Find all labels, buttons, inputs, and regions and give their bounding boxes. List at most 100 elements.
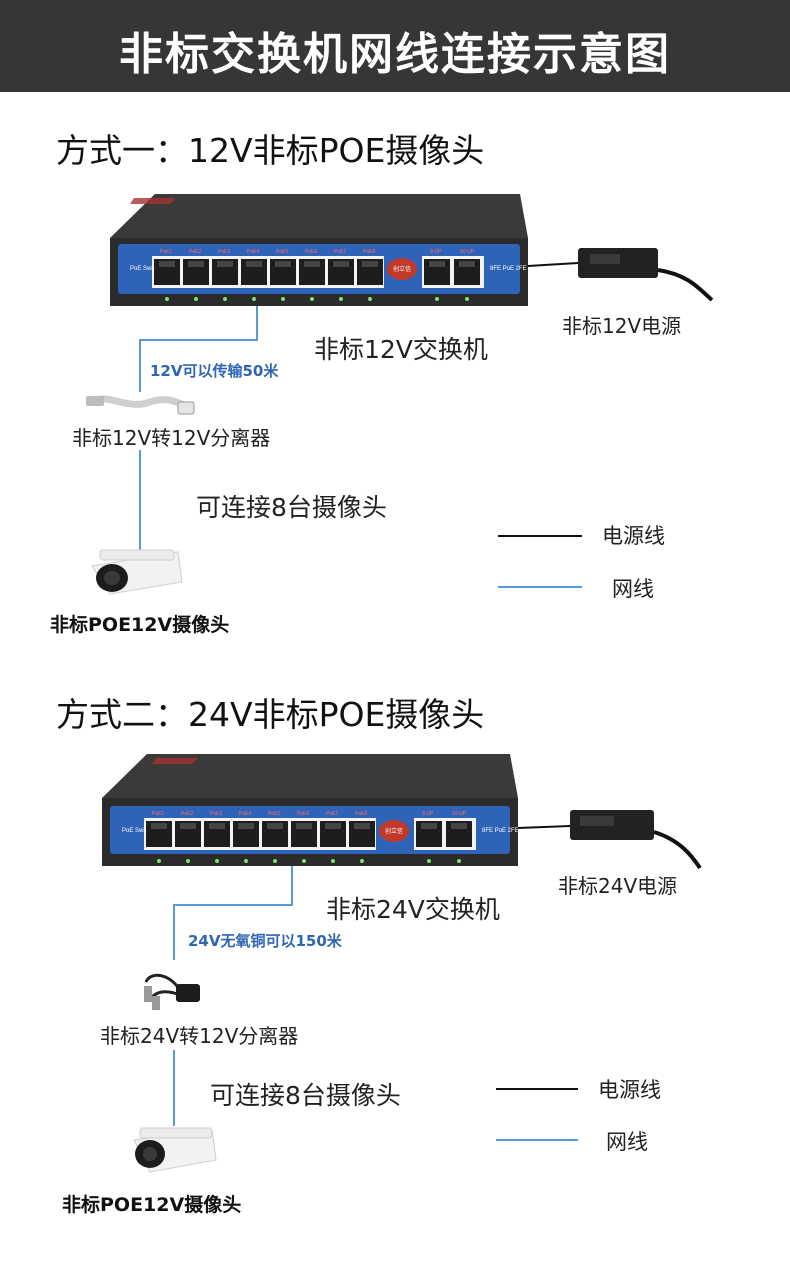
network-line-2a bbox=[173, 866, 293, 960]
switch-2-port-contacts bbox=[354, 823, 370, 829]
switch-1-led bbox=[194, 297, 198, 301]
power-1-label: 非标12V电源 bbox=[562, 314, 682, 338]
switch-2-led bbox=[360, 859, 364, 863]
switch-2-port-label: PoE6 bbox=[297, 811, 309, 817]
switch-1-led bbox=[281, 297, 285, 301]
switch-2-uplink-label: 10-UP bbox=[452, 811, 467, 817]
switch-1-uplink-led bbox=[435, 297, 439, 301]
switch-2-port-contacts bbox=[180, 823, 196, 829]
switch-2-port-contacts bbox=[151, 823, 167, 829]
cable-1-note: 12V可以传输50米 bbox=[150, 362, 279, 380]
capacity-1-note: 可连接8台摄像头 bbox=[196, 493, 387, 522]
switch-2-uplink-label: 9-UP bbox=[422, 811, 434, 817]
switch-2-leds bbox=[157, 859, 461, 863]
power-line-2 bbox=[517, 825, 571, 829]
switch-1-port-contacts bbox=[275, 261, 291, 267]
power-line-1 bbox=[527, 262, 579, 267]
switch-1-port-contacts bbox=[246, 261, 262, 267]
switch-2-led bbox=[244, 859, 248, 863]
switch-1-led bbox=[252, 297, 256, 301]
switch-2-top bbox=[102, 754, 518, 798]
switch-1-uplink-contacts bbox=[459, 261, 475, 267]
switch-1-logo bbox=[130, 198, 176, 204]
switch-2-uplink-contacts bbox=[451, 823, 467, 829]
switch-2-led bbox=[331, 859, 335, 863]
camera-2-icon bbox=[133, 1127, 217, 1173]
power-2-label: 非标24V电源 bbox=[558, 874, 678, 898]
switch-1-top bbox=[110, 194, 528, 238]
switch-1-led bbox=[223, 297, 227, 301]
legend-2-network-label: 网线 bbox=[606, 1130, 648, 1154]
power-adapter-2-label bbox=[580, 816, 614, 826]
switch-1-port-contacts bbox=[217, 261, 233, 267]
legend-1-power-label: 电源线 bbox=[602, 524, 665, 548]
cable-2-note: 24V无氧铜可以150米 bbox=[188, 932, 342, 950]
switch-1-led bbox=[310, 297, 314, 301]
switch-2-label: 非标24V交换机 bbox=[326, 895, 500, 924]
camera-1-icon bbox=[91, 549, 183, 595]
camera-1-label: 非标POE12V摄像头 bbox=[50, 614, 230, 636]
switch-1-port-label: PoE8 bbox=[363, 249, 375, 255]
switch-2-led bbox=[215, 859, 219, 863]
network-line-1a bbox=[139, 306, 258, 392]
switch-2-port-contacts bbox=[209, 823, 225, 829]
title-bar: 非标交换机网线连接示意图 bbox=[0, 0, 790, 92]
switch-1-port-label: PoE1 bbox=[160, 249, 172, 255]
switch-1-uplink-contacts bbox=[429, 261, 445, 267]
switch-2-uplink-contacts bbox=[421, 823, 437, 829]
camera-2-label: 非标POE12V摄像头 bbox=[62, 1194, 242, 1216]
switch-2-port-label: PoE2 bbox=[181, 811, 193, 817]
switch-2-brand-badge bbox=[379, 820, 409, 842]
switch-2-led bbox=[273, 859, 277, 863]
switch-1-right-text: 8FE PoE 2FE UP bbox=[490, 266, 537, 272]
switch-1-port-label: PoE6 bbox=[305, 249, 317, 255]
switch-1-port-contacts bbox=[188, 261, 204, 267]
switch-1-led bbox=[368, 297, 372, 301]
switch-1-port-label: PoE3 bbox=[218, 249, 230, 255]
switch-2-led bbox=[157, 859, 161, 863]
power-adapter-1-label bbox=[590, 254, 620, 264]
legend-2-power-label: 电源线 bbox=[598, 1078, 661, 1102]
power-adapter-2-cord bbox=[653, 830, 702, 870]
switch-1-led bbox=[339, 297, 343, 301]
switch-2-right-text: 8FE PoE 2FE UP bbox=[482, 828, 529, 834]
switch-1-uplink-label: 9-UP bbox=[430, 249, 442, 255]
switch-2-port-contacts bbox=[296, 823, 312, 829]
switch-2-led bbox=[302, 859, 306, 863]
switch-1-leds bbox=[165, 297, 469, 301]
switch-2-port-label: PoE8 bbox=[355, 811, 367, 817]
splitter-1-label: 非标12V转12V分离器 bbox=[72, 426, 271, 450]
switch-2-uplink-led bbox=[427, 859, 431, 863]
switch-2-port-label: PoE1 bbox=[152, 811, 164, 817]
splitter-1-rj45 bbox=[177, 401, 195, 415]
switch-2-uplink-led bbox=[457, 859, 461, 863]
switch-2-port-contacts bbox=[238, 823, 254, 829]
page-title: 非标交换机网线连接示意图 bbox=[119, 29, 671, 80]
switch-2-left-text: PoE Switch bbox=[122, 828, 153, 834]
section-2-heading: 方式二：24V非标POE摄像头 bbox=[56, 695, 485, 734]
power-adapter-1-cord bbox=[657, 268, 714, 302]
switch-1-led bbox=[165, 297, 169, 301]
switch-1-uplink-led bbox=[465, 297, 469, 301]
switch-1-port-label: PoE2 bbox=[189, 249, 201, 255]
section-1-heading: 方式一：12V非标POE摄像头 bbox=[56, 131, 485, 170]
switch-2-port-label: PoE5 bbox=[268, 811, 280, 817]
switch-2-led bbox=[186, 859, 190, 863]
splitter-1-dc-plug bbox=[86, 396, 104, 406]
switch-1-port-contacts bbox=[159, 261, 175, 267]
switch-1-port-contacts bbox=[333, 261, 349, 267]
switch-1-uplink-label: 10-UP bbox=[460, 249, 475, 255]
switch-2-port-label: PoE4 bbox=[239, 811, 251, 817]
switch-2-port-label: PoE3 bbox=[210, 811, 222, 817]
switch-1-label: 非标12V交换机 bbox=[314, 335, 488, 364]
switch-1-left-text: PoE Switch bbox=[130, 266, 161, 272]
switch-2-port-contacts bbox=[267, 823, 283, 829]
legend-1-network-label: 网线 bbox=[612, 577, 654, 601]
switch-1-port-contacts bbox=[362, 261, 378, 267]
switch-2-logo bbox=[152, 758, 198, 764]
switch-2-port-contacts bbox=[325, 823, 341, 829]
switch-1-brand-badge bbox=[387, 258, 417, 280]
switch-1-brand: 创立信 bbox=[393, 265, 411, 273]
